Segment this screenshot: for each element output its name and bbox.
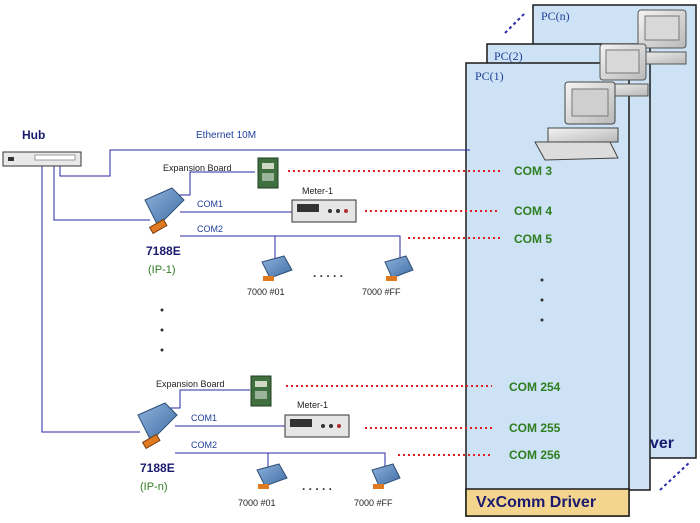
- com-port-label: COM 255: [509, 421, 561, 435]
- module-7000-icon: [256, 463, 288, 489]
- hub-label: Hub: [22, 128, 46, 142]
- device-first-label: 7000 #01: [238, 498, 276, 508]
- meter-label: Meter-1: [302, 186, 334, 196]
- device-ellipsis: . . . . .: [302, 479, 333, 493]
- computer-icon: [589, 43, 649, 97]
- com-port-label: COM 5: [514, 232, 553, 246]
- module-7000-icon: [261, 255, 293, 281]
- pc-n-label: PC(n): [541, 9, 570, 23]
- expansion-board-icon: [250, 375, 272, 407]
- expansion-board-label: Expansion Board: [156, 379, 225, 389]
- back-panel-driver-partial: ver: [650, 435, 675, 452]
- module-name: 7188E: [140, 461, 175, 475]
- com-port-label: COM 3: [514, 164, 553, 178]
- group2-wiring: [170, 389, 386, 470]
- meter-label: Meter-1: [297, 400, 329, 410]
- com-port-label: COM 4: [514, 204, 553, 218]
- com2-label: COM2: [191, 440, 218, 450]
- com2-label: COM2: [197, 224, 224, 234]
- dotted-links: [286, 170, 500, 456]
- hub-icon: [2, 151, 82, 167]
- module-7000-icon: [371, 463, 401, 489]
- expansion-board-label: Expansion Board: [163, 163, 232, 173]
- computer-icon: [534, 81, 619, 161]
- device-ellipsis: . . . . .: [313, 266, 344, 280]
- com1-label: COM1: [191, 413, 218, 423]
- com-port-label: COM 256: [509, 448, 561, 462]
- device-last-label: 7000 #FF: [354, 498, 393, 508]
- ethernet-label: Ethernet 10M: [196, 130, 257, 141]
- module-name: 7188E: [146, 244, 181, 258]
- module-ip: (IP-1): [148, 264, 176, 276]
- module-7188e-icon: [137, 402, 178, 450]
- com1-label: COM1: [197, 199, 224, 209]
- vertical-ellipsis: [160, 300, 164, 364]
- group1-wiring: [178, 171, 401, 262]
- module-7000-icon: [384, 255, 414, 281]
- vertical-ellipsis: [540, 270, 544, 334]
- module-7188e-icon: [144, 187, 185, 235]
- meter-icon: [291, 199, 357, 223]
- ethernet-wiring: [41, 149, 470, 433]
- com-port-label: COM 254: [509, 380, 561, 394]
- expansion-board-icon: [257, 157, 279, 189]
- pc-1-label: PC(1): [475, 69, 504, 83]
- device-first-label: 7000 #01: [247, 287, 285, 297]
- driver-label: VxComm Driver: [476, 494, 597, 511]
- module-ip: (IP-n): [140, 481, 168, 493]
- device-last-label: 7000 #FF: [362, 287, 401, 297]
- meter-icon: [284, 414, 350, 438]
- pc-2-label: PC(2): [494, 49, 523, 63]
